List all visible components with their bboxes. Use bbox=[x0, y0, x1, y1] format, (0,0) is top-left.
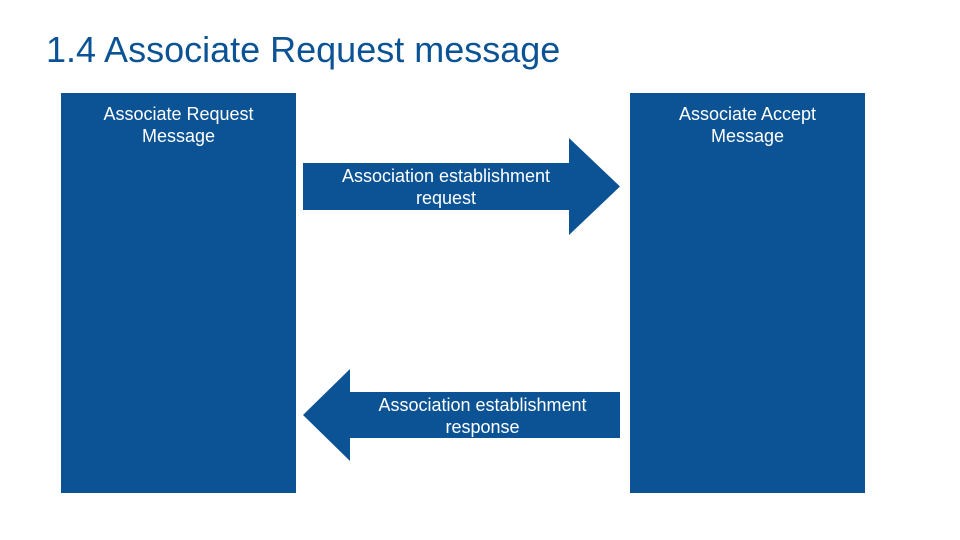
request-arrow-label: Association establishment request bbox=[303, 165, 589, 209]
slide-title: 1.4 Associate Request message bbox=[46, 29, 561, 70]
response-arrow-label-line1: Association establishment bbox=[378, 395, 587, 415]
response-arrow-label-line2: response bbox=[445, 417, 520, 437]
associate-accept-label-line2: Message bbox=[710, 126, 785, 146]
request-arrow: Association establishment request bbox=[303, 138, 620, 235]
right-arrow-shape bbox=[303, 138, 620, 235]
associate-request-message-box: Associate Request Message bbox=[61, 93, 296, 493]
request-arrow-label-line2: request bbox=[415, 188, 477, 208]
associate-request-label-line2: Message bbox=[141, 126, 216, 146]
response-arrow-label: Association establishment response bbox=[349, 394, 616, 438]
associate-request-label-line1: Associate Request bbox=[103, 104, 254, 124]
response-arrow: Association establishment response bbox=[303, 369, 620, 461]
associate-accept-message-box: Associate Accept Message bbox=[630, 93, 865, 493]
left-arrow-shape bbox=[303, 369, 620, 461]
associate-accept-label-line1: Associate Accept bbox=[678, 104, 817, 124]
request-arrow-label-line1: Association establishment bbox=[341, 166, 551, 186]
